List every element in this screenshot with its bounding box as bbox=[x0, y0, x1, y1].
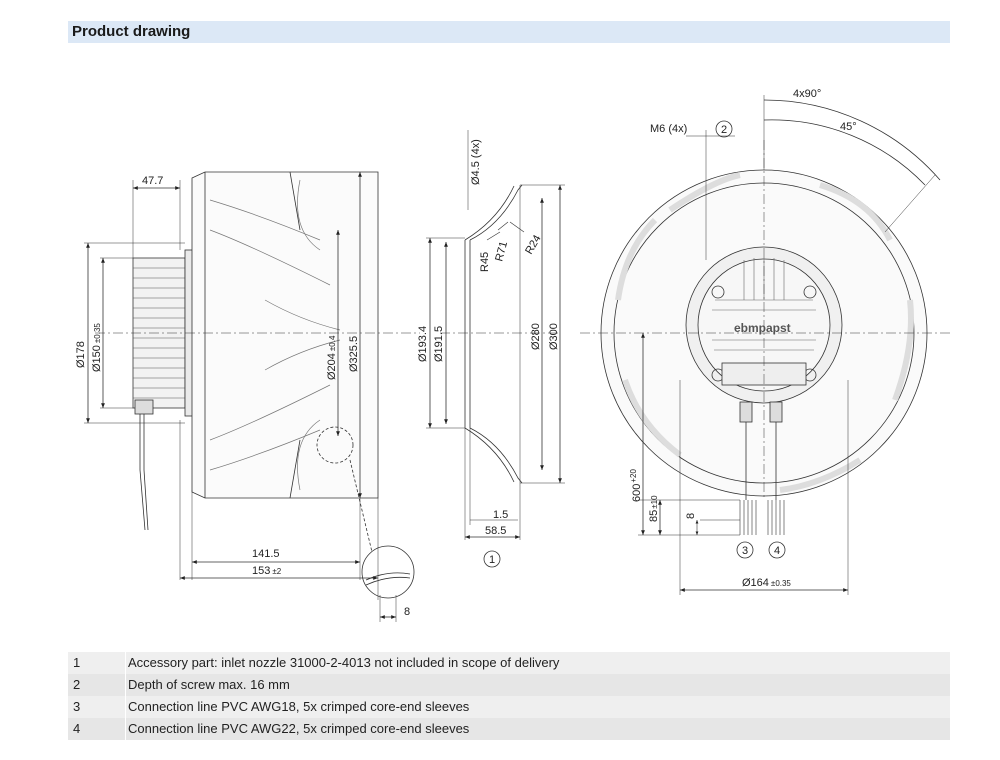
nozzle-hole: Ø4.5 (4x) bbox=[470, 139, 482, 185]
dim-150: Ø150±0.35 bbox=[91, 323, 103, 372]
thread-m6: M6 (4x) bbox=[650, 123, 687, 135]
angle-4x90: 4x90° bbox=[793, 88, 821, 100]
dim-8-detail: 8 bbox=[404, 606, 410, 618]
nozzle-d191-5: Ø191.5 bbox=[433, 326, 445, 362]
callout-2: 2 bbox=[721, 124, 727, 136]
callout-4: 4 bbox=[774, 545, 780, 557]
note-text: Connection line PVC AWG18, 5x crimped co… bbox=[128, 699, 470, 714]
cable-length: 600+20 bbox=[629, 469, 643, 502]
dim-141-5: 141.5 bbox=[252, 548, 280, 560]
dim-150-tol: ±0.35 bbox=[93, 323, 102, 344]
len-85: 85±10 bbox=[648, 495, 660, 522]
front-view bbox=[580, 95, 950, 595]
callout-circle-3 bbox=[736, 541, 754, 559]
note-row: 3 Connection line PVC AWG18, 5x crimped … bbox=[68, 696, 950, 718]
dim-47-7: 47.7 bbox=[142, 175, 163, 187]
note-number: 2 bbox=[68, 674, 126, 696]
note-number: 3 bbox=[68, 696, 126, 718]
nozzle-view bbox=[426, 130, 565, 540]
bolt-circle: Ø164±0.35 bbox=[742, 577, 791, 589]
dim-325-5: Ø325.5 bbox=[348, 336, 360, 372]
callout-circle-4 bbox=[768, 541, 786, 559]
side-view bbox=[84, 171, 420, 622]
nozzle-r45: R45 bbox=[479, 252, 491, 272]
cable-length-value: 600 bbox=[631, 484, 643, 502]
len-85-tol: ±10 bbox=[650, 495, 659, 509]
section-header: Product drawing bbox=[68, 21, 950, 43]
nozzle-r71: R71 bbox=[493, 240, 510, 263]
note-text: Accessory part: inlet nozzle 31000-2-401… bbox=[128, 655, 560, 670]
dim-150-value: Ø150 bbox=[91, 345, 103, 372]
callout-1: 1 bbox=[489, 554, 495, 566]
cable-length-tol: +20 bbox=[629, 469, 638, 483]
callout-circle-1 bbox=[483, 550, 501, 568]
note-text: Depth of screw max. 16 mm bbox=[128, 677, 290, 692]
note-text: Connection line PVC AWG22, 5x crimped co… bbox=[128, 721, 470, 736]
callout-circle-2 bbox=[715, 120, 733, 138]
bolt-circle-tol: ±0.35 bbox=[771, 579, 792, 588]
note-row: 2 Depth of screw max. 16 mm bbox=[68, 674, 950, 696]
dim-153-tol: ±2 bbox=[272, 567, 281, 576]
nozzle-1-5: 1.5 bbox=[493, 509, 508, 521]
nozzle-r24: R24 bbox=[523, 233, 543, 256]
dim-153: 153±2 bbox=[252, 565, 282, 577]
dim-178: Ø178 bbox=[75, 341, 87, 368]
nozzle-d300: Ø300 bbox=[548, 323, 560, 350]
dim-204-tol: ±0.4 bbox=[328, 335, 337, 351]
note-number: 4 bbox=[68, 718, 126, 740]
product-drawing: 47.7 Ø178 Ø150±0.35 Ø204±0.4 Ø325.5 141.… bbox=[75, 88, 950, 622]
angle-45: 45° bbox=[840, 121, 857, 133]
len-8: 8 bbox=[685, 513, 697, 519]
callout-3: 3 bbox=[742, 545, 748, 557]
brand-logo: ebmpapst bbox=[734, 321, 791, 335]
note-number: 1 bbox=[68, 652, 126, 674]
nozzle-58-5: 58.5 bbox=[485, 525, 506, 537]
note-row: 1 Accessory part: inlet nozzle 31000-2-4… bbox=[68, 652, 950, 674]
bolt-circle-value: Ø164 bbox=[742, 577, 769, 589]
note-row: 4 Connection line PVC AWG22, 5x crimped … bbox=[68, 718, 950, 740]
dim-204-value: Ø204 bbox=[326, 353, 338, 380]
notes-table: 1 Accessory part: inlet nozzle 31000-2-4… bbox=[68, 652, 950, 740]
nozzle-d280: Ø280 bbox=[530, 323, 542, 350]
dim-204: Ø204 ±0.4 bbox=[326, 335, 338, 380]
len-85-value: 85 bbox=[648, 510, 660, 522]
section-title: Product drawing bbox=[72, 23, 191, 40]
dim-153-value: 153 bbox=[252, 565, 270, 577]
nozzle-d193-4: Ø193.4 bbox=[417, 326, 429, 362]
